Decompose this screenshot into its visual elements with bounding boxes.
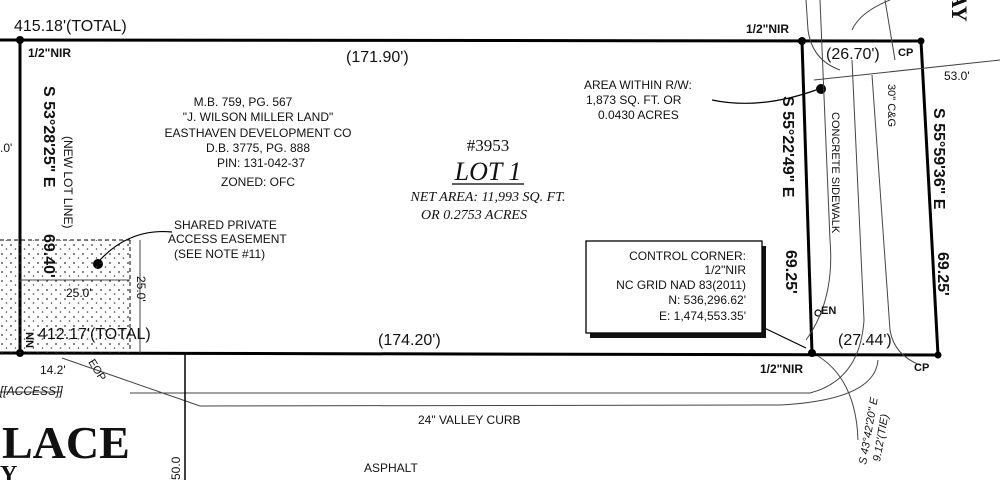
curb-line-a <box>851 0 891 31</box>
pin-bottom-cp <box>934 351 942 359</box>
street-name-partial: LACE <box>2 417 130 468</box>
curb-return-a <box>805 239 832 341</box>
lot-area-line2: OR 0.2753 ACRES <box>421 208 527 223</box>
bottom-right-dist: (27.44') <box>838 332 892 349</box>
access-label: [[ACCESS]] <box>0 384 63 398</box>
bottom-nir: 1/2"NIR <box>760 362 803 376</box>
curb-line-b <box>871 74 921 366</box>
right-dist: 69.25' <box>934 252 951 296</box>
right-row-line <box>919 40 940 356</box>
curb-line-c <box>884 0 896 61</box>
cp-top: CP <box>898 47 913 59</box>
ease-dim-v: 25.0' <box>134 276 148 302</box>
nn-label: NN <box>23 332 35 348</box>
left-edge-dist: .0' <box>0 141 12 155</box>
middle-lot-line <box>800 40 814 354</box>
dim-14: 14.2' <box>40 363 66 377</box>
rw-dist: 53.0' <box>944 69 970 83</box>
cc-line2: 1/2"NIR <box>704 263 746 277</box>
cc-line1: CONTROL CORNER: <box>629 249 746 263</box>
eop-label: EOP <box>85 357 107 383</box>
road-name-partial: AY <box>947 0 972 22</box>
owner-line5: PIN: 131-042-37 <box>217 156 305 170</box>
middle-bearing: S 55°22'49" E <box>779 96 796 198</box>
rw-area-line1: AREA WITHIN R/W: <box>584 78 692 92</box>
lot-boundary <box>0 38 940 357</box>
ease-dim-h: 25.0' <box>66 286 92 300</box>
top-nir-right: 1/2"NIR <box>746 22 789 36</box>
owner-line6: ZONED: OFC <box>221 175 295 189</box>
top-dist: (171.90') <box>346 49 409 66</box>
owner-line4: D.B. 3775, PG. 888 <box>206 141 310 155</box>
eop-line <box>61 357 201 407</box>
easement-line2: ACCESS EASEMENT <box>168 232 287 246</box>
valley-curb-label: 24" VALLEY CURB <box>418 413 521 427</box>
lot-area-line1: NET AREA: 11,993 SQ. FT. <box>410 190 566 205</box>
access-easement-area <box>0 239 131 353</box>
right-bearing: S 55°59'36" E <box>930 108 947 210</box>
control-corner-text: CONTROL CORNER: 1/2"NIR NC GRID NAD 83(2… <box>616 249 746 323</box>
pin-bottom-right <box>808 349 816 357</box>
control-corner-box <box>585 240 766 338</box>
easement-line1: SHARED PRIVATE <box>174 218 277 232</box>
left-bearing: S 53°28'25" E <box>40 86 57 188</box>
top-property-line <box>0 38 922 43</box>
rw-leader <box>711 89 817 104</box>
valley-curb-line <box>199 359 879 407</box>
left-dist: 69.40' <box>40 234 57 278</box>
row-width-label: 50.0 <box>169 456 183 480</box>
cc-line4: N: 536,296.62' <box>668 293 746 307</box>
owner-line3: EASTHAVEN DEVELOPMENT CO <box>165 126 352 140</box>
rw-area-line3: 0.0430 ACRES <box>598 108 679 122</box>
easement-hatch <box>0 240 130 353</box>
pin-top-right <box>798 37 806 45</box>
owner-line2: "J. WILSON MILLER LAND" <box>183 110 334 124</box>
pin-top-left <box>16 36 24 44</box>
easement-leader <box>99 230 173 261</box>
rw-line <box>813 59 1000 81</box>
tie-arc <box>817 355 859 441</box>
lot-number: #3953 <box>467 136 510 155</box>
lot-block: #3953 LOT 1 NET AREA: 11,993 SQ. FT. OR … <box>410 136 566 223</box>
en-label: EN <box>821 305 836 317</box>
pin-top-cp <box>917 37 925 45</box>
sidewalk-top-curve <box>805 0 841 71</box>
top-nir-left: 1/2"NIR <box>28 46 71 60</box>
curb-return-b <box>130 319 865 394</box>
top-right-dist: (26.70') <box>826 46 880 63</box>
asphalt-label: ASPHALT <box>364 461 418 475</box>
lot-name: LOT 1 <box>454 157 522 186</box>
owner-block: M.B. 759, PG. 567 "J. WILSON MILLER LAND… <box>165 95 352 189</box>
top-total-label: 415.18'(TOTAL) <box>14 18 127 35</box>
cp-bottom: CP <box>914 362 929 374</box>
middle-dist: 69.25' <box>782 250 799 294</box>
sidewalk-left <box>819 0 831 241</box>
cc-line3: NC GRID NAD 83(2011) <box>616 278 746 292</box>
bottom-total-label: 412.17'(TOTAL) <box>38 326 151 343</box>
sidewalk-right <box>851 59 865 321</box>
owner-line1: M.B. 759, PG. 567 <box>194 95 293 109</box>
street-second-line: Y <box>0 462 17 480</box>
bottom-dist: (174.20') <box>378 332 441 349</box>
easement-line3: (SEE NOTE #11) <box>174 247 265 261</box>
cc-box <box>585 240 763 334</box>
bottom-property-line <box>0 351 939 357</box>
sidewalk-label: CONCRETE SIDEWALK <box>829 112 841 234</box>
new-lot-line: (NEW LOT LINE) <box>61 136 75 228</box>
curb-gutter-label: 30" C&G <box>885 84 897 127</box>
easement-note: SHARED PRIVATE ACCESS EASEMENT (SEE NOTE… <box>168 218 287 261</box>
cc-line5: E: 1,474,553.35' <box>659 309 746 323</box>
rw-area-dot <box>816 84 826 94</box>
rw-area-line2: 1,873 SQ. FT. OR <box>586 93 682 107</box>
